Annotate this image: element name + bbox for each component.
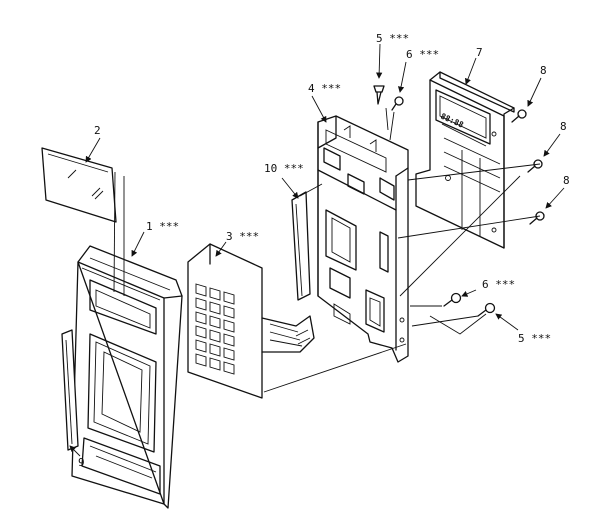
- screw-part-6-top: [391, 96, 404, 111]
- callout-9: 9: [78, 456, 85, 469]
- keypad-key: [223, 333, 235, 347]
- screw-part-5-low: [477, 302, 496, 317]
- keypad-key: [223, 319, 235, 333]
- callout-8-top: 8: [540, 64, 547, 77]
- keypad-key: [195, 353, 207, 367]
- keypad-key: [209, 329, 221, 343]
- screw-part-5-top: [373, 85, 385, 105]
- side-trim-part: [61, 329, 79, 451]
- callout-8-low: 8: [563, 174, 570, 187]
- keypad-key: [209, 315, 221, 329]
- callout-labels: 2 1 *** 3 *** 4 *** 5 *** 6 *** 7 8 8 8 …: [78, 32, 570, 469]
- callout-1: 1 ***: [146, 220, 179, 233]
- control-board-part: 88:88: [415, 71, 515, 249]
- keypad-key: [195, 339, 207, 353]
- keypad-key: [195, 325, 207, 339]
- window-glass-part: [41, 147, 117, 223]
- keypad-key: [209, 357, 221, 371]
- screw-part-8-low: [529, 211, 545, 225]
- control-bracket-part: [317, 115, 409, 363]
- keypad-key: [195, 311, 207, 325]
- callout-6-low: 6 ***: [482, 278, 515, 291]
- keypad-key: [209, 287, 221, 301]
- gasket-part: [291, 191, 311, 301]
- callout-7: 7: [476, 46, 483, 59]
- screw-part-6-low: [443, 292, 462, 307]
- door-frame-part: [71, 245, 183, 509]
- screw-part-8-mid: [527, 159, 543, 173]
- callout-5-top: 5 ***: [376, 32, 409, 45]
- keypad-key: [209, 301, 221, 315]
- keypad-key: [223, 347, 235, 361]
- keypad-key: [209, 343, 221, 357]
- callout-3: 3 ***: [226, 230, 259, 243]
- assembly-lines: [113, 107, 541, 393]
- keypad-key: [195, 297, 207, 311]
- keypad-key: [195, 283, 207, 297]
- keypad-key: [223, 305, 235, 319]
- callout-4: 4 ***: [308, 82, 341, 95]
- keypad-membrane-part: [187, 243, 315, 399]
- keypad-key: [223, 361, 235, 375]
- callout-8-mid: 8: [560, 120, 567, 133]
- callout-5-low: 5 ***: [518, 332, 551, 345]
- callout-10: 10 ***: [264, 162, 304, 175]
- keypad-key: [223, 291, 235, 305]
- callout-arrows: [69, 43, 565, 457]
- callout-2: 2: [94, 124, 101, 137]
- screw-part-8-top: [511, 109, 527, 123]
- callout-6-top: 6 ***: [406, 48, 439, 61]
